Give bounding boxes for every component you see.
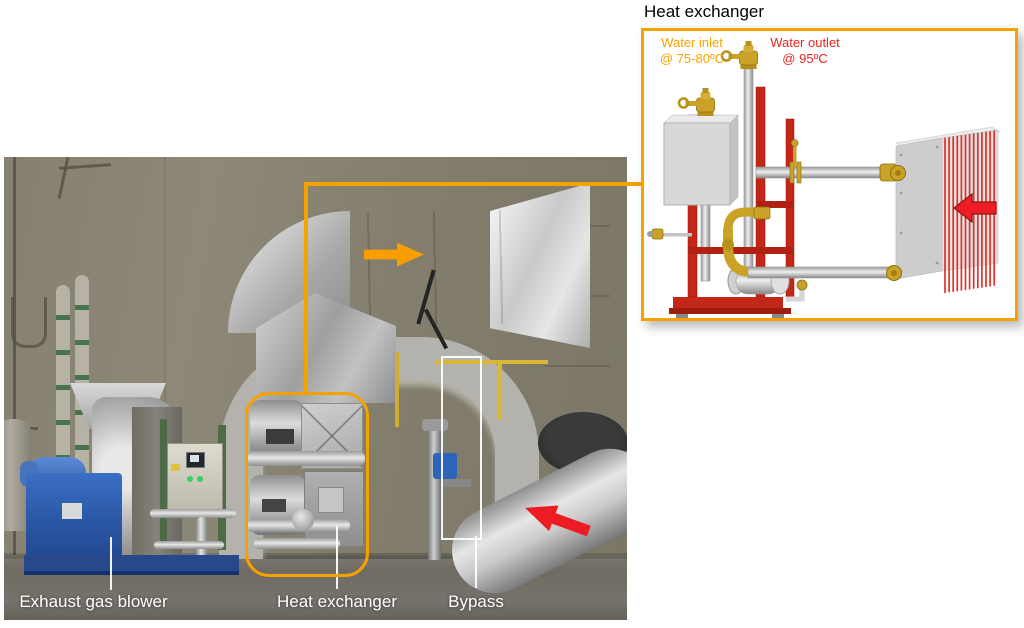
bypass-valve-pipe (428, 425, 441, 560)
blower-logo (62, 503, 82, 519)
hx-access-panel (318, 487, 344, 513)
hx-pipe (245, 451, 365, 466)
callout-connector-horizontal (306, 182, 643, 186)
hx-pipe-elbow (292, 509, 314, 531)
control-cabinet (167, 443, 223, 511)
inset-flow-arrow-left-icon (953, 192, 997, 224)
insulated-pipe (56, 285, 70, 480)
yellow-pipe (498, 362, 502, 420)
water-outlet-label: Water outlet @ 95ºC (758, 35, 852, 67)
cabinet-pipe (154, 541, 224, 549)
yellow-pipe (436, 360, 548, 364)
frame-post (160, 419, 167, 549)
bypass-highlight-box (441, 356, 482, 540)
wall-seam (164, 157, 166, 557)
heat-exchanger-callout-box (245, 392, 369, 577)
wall-pipe-bracket (11, 297, 47, 348)
label-line-bypass (475, 536, 477, 588)
yellow-pipe (395, 352, 399, 427)
machine-base-frame (24, 555, 239, 575)
photo-label-bypass: Bypass (448, 592, 504, 611)
water-outlet-line1: Water outlet (770, 35, 840, 50)
hx-pipe (254, 538, 340, 549)
cabinet-sticker (171, 464, 180, 471)
water-outlet-line2: @ 95ºC (782, 50, 828, 66)
bypass-valve-arm (441, 479, 471, 487)
brass-valve-outlet (720, 41, 758, 69)
wall-pipe-top (57, 157, 70, 199)
heat-exchanger-cad-diagram (647, 41, 1001, 318)
cabinet-display-screen (190, 455, 199, 462)
brass-valve-inlet (677, 88, 715, 116)
photo-label-exhaust-gas-blower: Exhaust gas blower (19, 592, 168, 611)
water-inlet-line1: Water inlet (661, 35, 723, 50)
inset-title: Heat exchanger (644, 2, 765, 21)
photo-label-heat-exchanger: Heat exchanger (276, 592, 398, 611)
water-inlet-line2: @ 75-80ºC (659, 50, 725, 66)
hx-fan-controller (266, 429, 294, 444)
wall-conduit (13, 157, 16, 557)
callout-connector-vertical (304, 182, 308, 394)
hx-fan-controller (262, 499, 286, 512)
cabinet-pipe (150, 509, 236, 518)
bypass-valve-actuator (433, 453, 457, 479)
heat-exchanger-inset-panel: Water inlet @ 75-80ºC Water outlet @ 95º… (641, 28, 1018, 321)
blower-body (26, 473, 122, 557)
label-line-heat-exchanger (336, 526, 338, 589)
duct-diffuser (490, 183, 590, 348)
plant-photo (4, 157, 627, 620)
water-inlet-label: Water inlet @ 75-80ºC (652, 35, 732, 67)
label-line-exhaust (110, 537, 112, 590)
cabinet-led (187, 476, 193, 482)
cabinet-led (197, 476, 203, 482)
